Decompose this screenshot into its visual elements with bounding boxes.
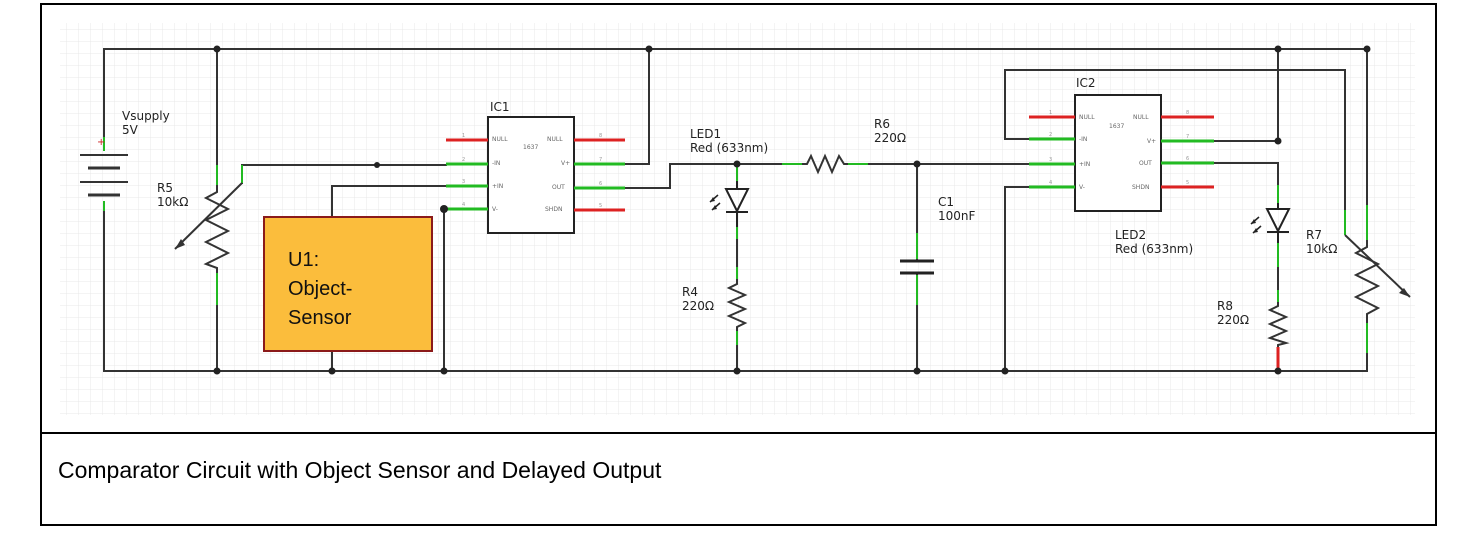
r7-value: 10kΩ: [1306, 242, 1337, 256]
r7-potentiometer: R7 10kΩ: [1306, 205, 1411, 353]
node: [733, 160, 741, 168]
vsupply-battery: + Vsupply 5V: [80, 109, 170, 211]
ic2-pin6-num: 6: [1186, 156, 1189, 162]
node: [1274, 45, 1282, 53]
r5-potentiometer: R5 10kΩ: [157, 165, 243, 305]
ic2-pin7-label: V+: [1147, 138, 1156, 145]
vsupply-plus-sign: +: [97, 137, 105, 148]
ic1-pin5-num: 5: [599, 203, 602, 209]
ic1-pin4-label: V-: [492, 206, 498, 213]
ic2-pin6-label: OUT: [1139, 160, 1152, 167]
led1-value: Red (633nm): [690, 141, 768, 155]
node: [1001, 367, 1009, 375]
ic2-name: IC2: [1076, 76, 1096, 90]
ic2-pin3-num: 3: [1049, 157, 1052, 163]
led2-name: LED2: [1115, 228, 1146, 242]
node: [913, 160, 921, 168]
node: [913, 367, 921, 375]
ic2-pin4-label: V-: [1079, 184, 1085, 191]
u1-line1: U1:: [288, 249, 319, 271]
wire-ic2-vminus: [1004, 186, 1030, 372]
r8-resistor: R8 220Ω: [1217, 290, 1290, 371]
schematic-area: + Vsupply 5V R5 10kΩ: [42, 5, 1435, 434]
c1-name: C1: [938, 195, 954, 209]
node: [733, 367, 741, 375]
node: [1274, 367, 1282, 375]
r5-name: R5: [157, 181, 173, 195]
node: [213, 367, 221, 375]
ic1-pin6-num: 6: [599, 181, 602, 187]
r6-resistor: R6 220Ω: [782, 117, 906, 175]
ic1-pin2-num: 2: [462, 157, 465, 163]
ic1-pin7-label: V+: [561, 160, 570, 167]
led1-name: LED1: [690, 127, 721, 141]
node: [1274, 137, 1282, 145]
r4-name: R4: [682, 285, 698, 299]
u1-line3: Sensor: [288, 307, 352, 329]
ic2-pin4-num: 4: [1049, 180, 1052, 186]
ic1-pin6-label: OUT: [552, 184, 565, 191]
ic2-chip: IC2 1637 NULL -IN +IN V- 1 2 3 4 NULL V+…: [1029, 76, 1214, 212]
c1-value: 100nF: [938, 209, 976, 223]
ic1-pin1-num: 1: [462, 133, 465, 139]
ic2-part: 1637: [1109, 123, 1124, 130]
r4-resistor: R4 220Ω: [682, 267, 748, 345]
ic2-pin8-num: 8: [1186, 110, 1189, 116]
ic1-part: 1637: [523, 144, 538, 151]
ic1-pin3-num: 3: [462, 179, 465, 185]
ic2-pin2-label: -IN: [1079, 136, 1087, 143]
ic2-pin2-num: 2: [1049, 132, 1052, 138]
u1-object-sensor: U1: Object- Sensor: [263, 216, 433, 352]
ic1-name: IC1: [490, 100, 510, 114]
ic2-pin3-label: +IN: [1079, 161, 1090, 168]
node: [374, 162, 380, 168]
node: [328, 367, 336, 375]
r6-value: 220Ω: [874, 131, 906, 145]
ic2-pin8-label: NULL: [1133, 114, 1149, 121]
r6-name: R6: [874, 117, 890, 131]
circuit-schematic: + Vsupply 5V R5 10kΩ: [60, 23, 1415, 415]
ic2-pin1-num: 1: [1049, 110, 1052, 116]
wire-ic2-out: [1213, 162, 1279, 186]
ic1-pin5-label: SHDN: [545, 206, 562, 213]
ic1-pin8-num: 8: [599, 133, 602, 139]
r4-value: 220Ω: [682, 299, 714, 313]
junction-nodes: [213, 45, 1371, 375]
ic2-pin5-num: 5: [1186, 180, 1189, 186]
c1-capacitor: C1 100nF: [900, 195, 976, 305]
figure-frame: + Vsupply 5V R5 10kΩ: [40, 3, 1437, 526]
r8-value: 220Ω: [1217, 313, 1249, 327]
ic1-pin7-num: 7: [599, 157, 602, 163]
ic1-pin4-num: 4: [462, 202, 465, 208]
r7-name: R7: [1306, 228, 1322, 242]
u1-line2: Object-: [288, 278, 352, 300]
wire-u1-plus-in: [331, 185, 447, 218]
wire-ic1-out: [624, 163, 738, 189]
node: [645, 45, 653, 53]
ic1-pin1-label: NULL: [492, 136, 508, 143]
ic1-pin8-label: NULL: [547, 136, 563, 143]
ic2-pin5-label: SHDN: [1132, 184, 1149, 191]
vsupply-name: Vsupply: [122, 109, 170, 123]
ic1-pin2-label: -IN: [492, 160, 500, 167]
led2-value: Red (633nm): [1115, 242, 1193, 256]
led1-diode: LED1 Red (633nm): [690, 127, 768, 239]
node: [440, 367, 448, 375]
r5-value: 10kΩ: [157, 195, 188, 209]
ic2-pin7-num: 7: [1186, 134, 1189, 140]
r8-name: R8: [1217, 299, 1233, 313]
ic2-pin1-label: NULL: [1079, 114, 1095, 121]
wire-ic1-vplus: [624, 48, 650, 165]
figure-caption: Comparator Circuit with Object Sensor an…: [58, 457, 662, 483]
wire-ic2-minus-loop: [1004, 69, 1346, 234]
node: [1363, 45, 1371, 53]
ic1-chip: IC1 1637 NULL -IN +IN V- 1 2 3 4 NULL V+…: [446, 100, 625, 234]
node: [213, 45, 221, 53]
node: [440, 205, 448, 213]
ic1-pin3-label: +IN: [492, 183, 503, 190]
led2-diode: LED2 Red (633nm): [1115, 185, 1291, 267]
vsupply-value: 5V: [122, 123, 139, 137]
